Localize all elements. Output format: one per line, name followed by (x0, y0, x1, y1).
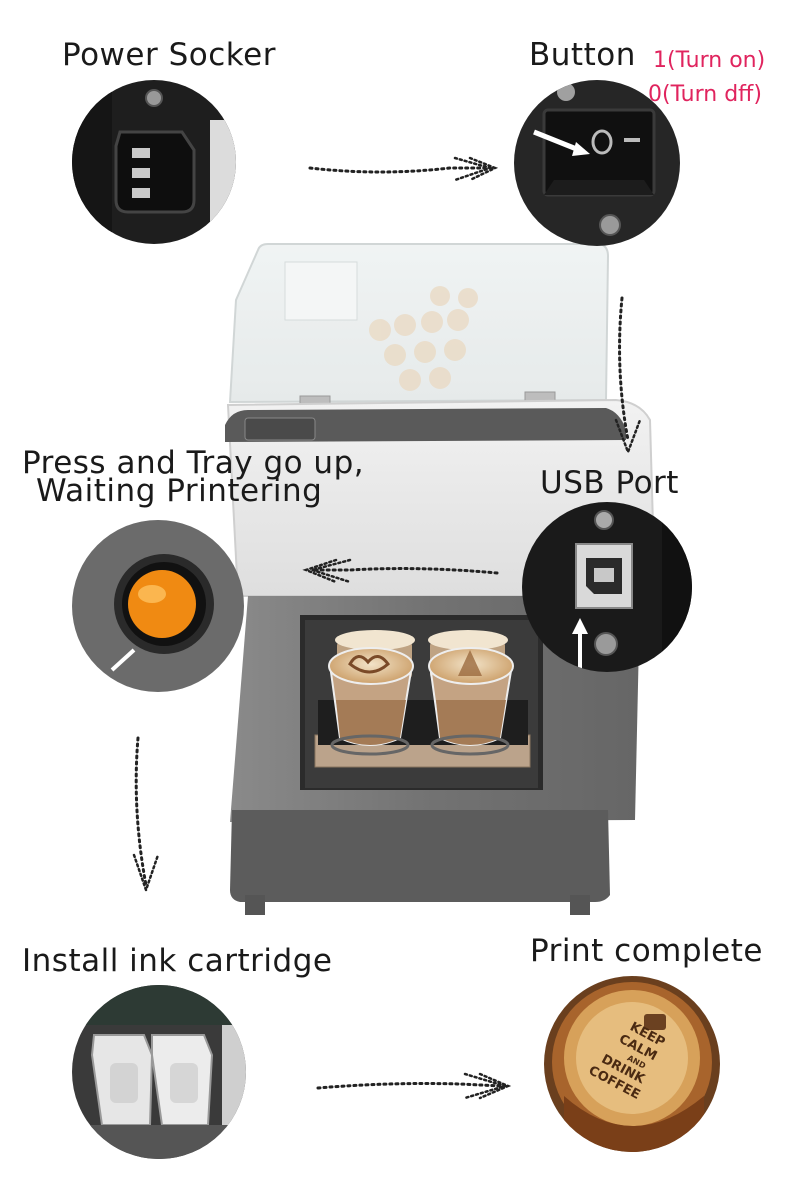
power-socket-label: Power Socker (62, 37, 276, 73)
button-on-label: 1(Turn on) (653, 48, 766, 73)
power-button-photo (514, 80, 680, 246)
machine-top-panel (225, 408, 626, 442)
latte-cups (328, 630, 514, 756)
usb-port-photo (522, 502, 692, 672)
arrow-ink-to-complete (316, 1082, 504, 1090)
arrow-socket-to-button (308, 166, 487, 174)
finished-latte-photo: KEEP CALM AND DRINK COFFEE (544, 976, 720, 1152)
arrow-usb-to-press (310, 567, 499, 575)
arrow-press-to-ink (134, 736, 148, 887)
machine-base (230, 810, 610, 902)
install-ink-label: Install ink cartridge (22, 943, 333, 979)
lid-sticker (284, 261, 358, 321)
arrow-button-to-usb (618, 296, 630, 442)
flow-arrows (134, 166, 630, 1090)
ink-cartridge-photo (72, 985, 246, 1159)
usb-port-label: USB Port (540, 465, 679, 501)
press-tray-label-line2: Waiting Printering (36, 473, 323, 509)
press-tray-label-line1: Press and Tray go up, (22, 445, 365, 481)
power-socket-photo (72, 80, 236, 244)
button-label: Button (529, 37, 636, 73)
print-start-button-photo (72, 520, 244, 692)
button-off-label: 0(Turn dff) (648, 82, 762, 107)
print-complete-label: Print complete (530, 933, 763, 969)
